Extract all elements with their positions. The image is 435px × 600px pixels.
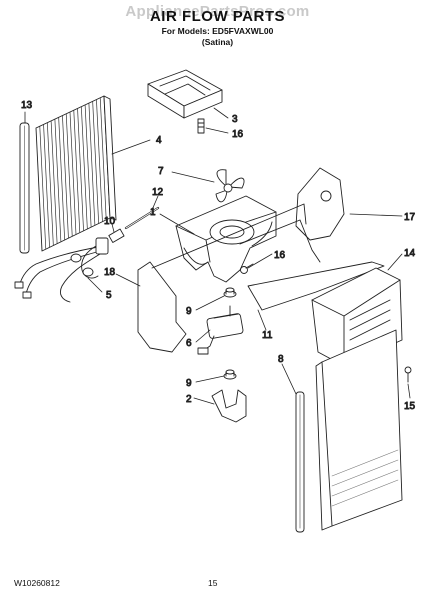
callout-8: 8	[278, 354, 284, 365]
callout-10: 10	[104, 216, 116, 227]
callout-labels: 13 4 3 16 7 12 1 17 10 16 14 18 5 9 11 6…	[21, 100, 416, 413]
grille-slat	[62, 115, 69, 239]
part-18-plate	[137, 261, 187, 353]
part-4-grille	[35, 95, 117, 252]
finish-line: (Satina)	[201, 37, 234, 47]
callout-16: 16	[232, 129, 244, 140]
grille-slat	[92, 100, 100, 224]
grille-slat	[96, 99, 103, 223]
grille-slat	[58, 116, 66, 241]
callout-12: 12	[152, 187, 164, 198]
callout-9-b: 9	[186, 378, 192, 389]
grille-slat	[84, 104, 92, 228]
callout-18: 18	[104, 267, 116, 278]
part-16-screw-mid	[240, 263, 254, 274]
callout-4: 4	[156, 135, 162, 146]
callout-14: 14	[404, 248, 416, 259]
page-title: AIR FLOW PARTS	[149, 8, 286, 25]
callout-5: 5	[106, 290, 112, 301]
part-13-strip	[19, 122, 30, 254]
grille-slat	[73, 109, 81, 234]
grille-slat	[77, 108, 84, 232]
callout-2: 2	[186, 394, 192, 405]
leader-lines	[24, 107, 411, 405]
part-12-screw	[124, 206, 160, 230]
part-16-screw-top	[197, 118, 205, 134]
callout-16-b: 16	[274, 250, 286, 261]
part-3-bracket	[147, 69, 223, 119]
grille-slat	[50, 120, 58, 245]
grille-slat	[54, 118, 62, 243]
grille-slat	[43, 124, 50, 248]
document-number: W10260812	[14, 578, 60, 588]
part-wire-harness	[14, 237, 109, 303]
part-11-panel	[247, 261, 385, 311]
callout-13: 13	[21, 100, 33, 111]
callout-9: 9	[186, 306, 192, 317]
part-1-fan-housing	[175, 195, 277, 283]
callout-17: 17	[404, 212, 416, 223]
part-9-grommet-bottom	[223, 369, 237, 380]
callout-6: 6	[186, 338, 192, 349]
grille-slat	[80, 106, 88, 230]
callout-3: 3	[232, 114, 238, 125]
callout-15: 15	[404, 401, 416, 412]
part-8-strip	[295, 391, 305, 533]
part-9-grommet-top	[223, 287, 237, 298]
grille-slat	[39, 125, 47, 250]
watermark: AppliancePartsPros.com	[125, 3, 310, 20]
grille-slat	[69, 111, 77, 235]
part-rear-panel	[315, 329, 403, 531]
grille-slat	[65, 113, 73, 237]
model-line: For Models: ED5FVAXWL00	[161, 26, 274, 36]
part-10-connector	[108, 228, 125, 243]
part-15-screw	[404, 366, 412, 383]
grille-slat	[46, 122, 54, 246]
part-7-fan-blade	[215, 169, 245, 203]
part-17-duct	[151, 167, 345, 269]
callout-7: 7	[158, 166, 164, 177]
callout-1: 1	[150, 207, 156, 218]
grille-slat	[88, 102, 96, 226]
page-number: 15	[208, 578, 218, 588]
part-6-fan-motor	[197, 305, 244, 355]
callout-11: 11	[262, 330, 273, 341]
grille-slat	[99, 97, 107, 221]
part-2-bracket	[211, 389, 247, 423]
